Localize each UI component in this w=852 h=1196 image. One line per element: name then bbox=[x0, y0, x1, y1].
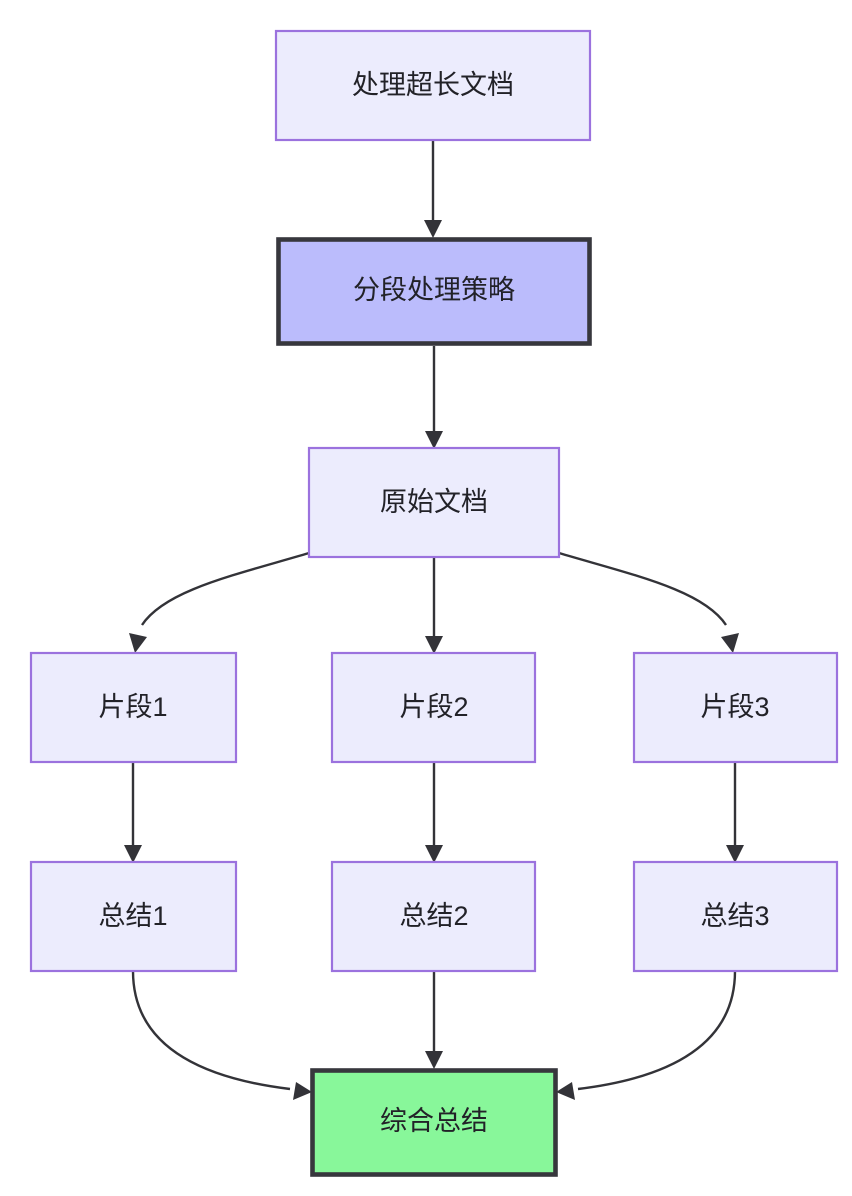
node-comprehensive-summary[interactable]: 综合总结 bbox=[310, 1068, 558, 1177]
edge-n2-n3 bbox=[425, 346, 443, 449]
node-original-document[interactable]: 原始文档 bbox=[307, 446, 561, 559]
node-rect-n9[interactable] bbox=[632, 860, 839, 973]
node-rect-n6[interactable] bbox=[632, 651, 839, 764]
node-rect-n1[interactable] bbox=[274, 29, 592, 142]
edge-n8-n10 bbox=[425, 971, 443, 1069]
edge-n3-n4 bbox=[129, 551, 310, 653]
node-chunking-strategy[interactable]: 分段处理策略 bbox=[276, 237, 592, 346]
edge-n9-n10 bbox=[556, 970, 737, 1100]
edge-n7-n10 bbox=[131, 970, 312, 1100]
node-fragment-2[interactable]: 片段2 bbox=[330, 651, 537, 764]
edge-n3-n6 bbox=[558, 551, 739, 653]
edge-n3-n5 bbox=[425, 557, 443, 654]
edge-n5-n8 bbox=[425, 762, 443, 863]
node-rect-n3[interactable] bbox=[307, 446, 561, 559]
edge-n6-n9 bbox=[726, 762, 744, 863]
node-summary-1[interactable]: 总结1 bbox=[29, 860, 238, 973]
edge-layer bbox=[124, 140, 744, 1100]
node-rect-n10[interactable] bbox=[310, 1068, 558, 1177]
edge-n1-n2 bbox=[424, 140, 442, 238]
node-layer: 处理超长文档 分段处理策略 原始文档 片段1 片段2 片段3 bbox=[29, 29, 839, 1177]
node-process-long-document[interactable]: 处理超长文档 bbox=[274, 29, 592, 142]
node-rect-n2[interactable] bbox=[276, 237, 592, 346]
node-rect-n8[interactable] bbox=[330, 860, 537, 973]
node-fragment-3[interactable]: 片段3 bbox=[632, 651, 839, 764]
node-rect-n5[interactable] bbox=[330, 651, 537, 764]
node-summary-3[interactable]: 总结3 bbox=[632, 860, 839, 973]
node-rect-n7[interactable] bbox=[29, 860, 238, 973]
node-summary-2[interactable]: 总结2 bbox=[330, 860, 537, 973]
node-rect-n4[interactable] bbox=[29, 651, 238, 764]
node-fragment-1[interactable]: 片段1 bbox=[29, 651, 238, 764]
edge-n4-n7 bbox=[124, 762, 142, 863]
